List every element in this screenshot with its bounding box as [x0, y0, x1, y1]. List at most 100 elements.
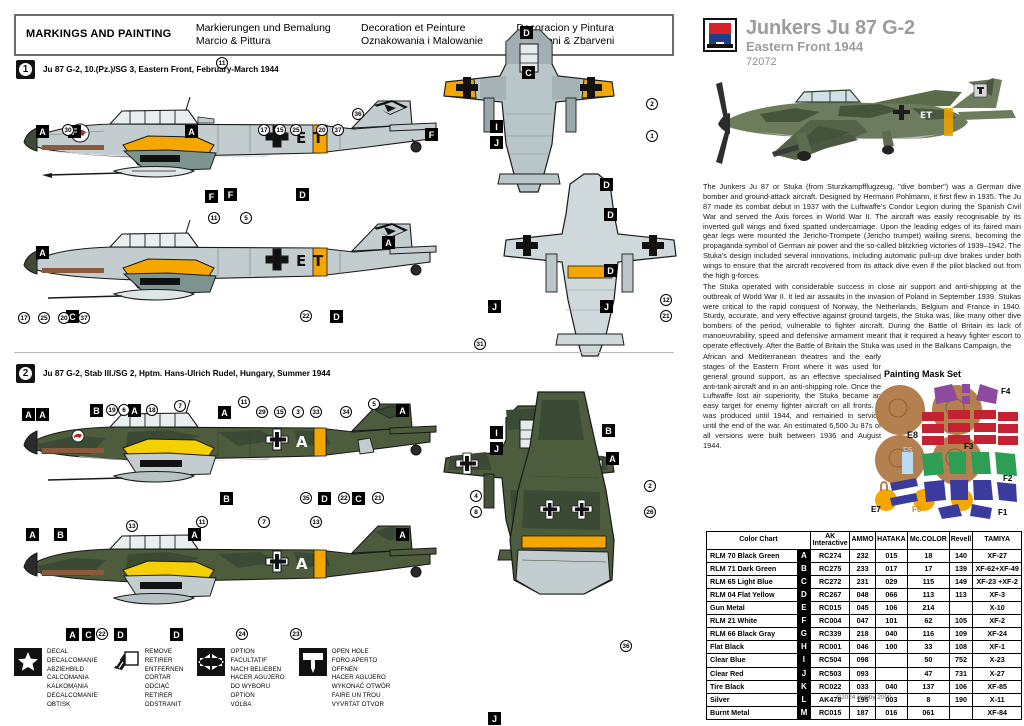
color-letter: L: [796, 692, 811, 707]
part-number-7: 7: [174, 400, 186, 412]
part-number-21: 21: [660, 310, 672, 322]
ammo-value: 048: [849, 587, 876, 603]
callout-d: D: [296, 188, 309, 201]
ammo-value: 195: [849, 692, 876, 707]
ak-value: RC022: [809, 679, 851, 694]
brand-block: Junkers Ju 87 G-2 Eastern Front 1944 720…: [703, 18, 915, 71]
svg-text:T: T: [313, 129, 324, 147]
header-fr-line1: Decoration et Peinture: [360, 21, 466, 34]
mccolor-value: 47: [907, 666, 950, 681]
tamiya-value: X-27: [972, 666, 1022, 681]
mccolor-value: 50: [907, 653, 950, 668]
svg-text:E: E: [296, 252, 306, 270]
col-ammo: AMMO: [849, 531, 876, 550]
part-number-2: 2: [644, 480, 656, 492]
scheme-1-number: 1: [19, 63, 32, 76]
callout-a: A: [36, 125, 49, 138]
scheme-2-rear-view: [488, 380, 638, 680]
part-number-6: 6: [118, 404, 130, 416]
section-divider: [14, 352, 674, 353]
part-number-5: 5: [368, 398, 380, 410]
part-number-17: 17: [18, 312, 30, 324]
color-letter: A: [796, 548, 811, 563]
color-letter: F: [796, 614, 811, 629]
legend-line: OBTISK: [47, 700, 71, 708]
scheme-2-number: 2: [19, 367, 32, 380]
mask-label-f5: F5: [903, 446, 913, 455]
scheme-1-top-plan-view: [440, 24, 620, 214]
part-number-25: 25: [38, 312, 50, 324]
svg-text:A: A: [296, 433, 308, 451]
part-number-11: 11: [196, 516, 208, 528]
col-hataka: HATAKA: [874, 531, 909, 550]
ammo-value: 233: [849, 561, 876, 576]
legend-line: ODCIĄĆ: [144, 683, 170, 691]
scheme-1-side-view-bottom: E T: [18, 218, 438, 323]
callout-d: D: [114, 628, 127, 641]
part-number-36: 36: [352, 108, 364, 120]
color-letter: K: [796, 679, 811, 694]
revell-value: 140: [948, 548, 974, 563]
legend-line: VYVRTAT OTVOR: [331, 700, 385, 708]
ammo-value: 218: [849, 627, 876, 642]
scheme-1-badge: 1: [16, 60, 35, 79]
legend-line: WYKONAĆ OTWÓR: [331, 683, 391, 691]
color-letter: H: [796, 640, 811, 655]
color-name: RLM 70 Black Green: [706, 548, 798, 563]
hataka-value: 100: [874, 640, 909, 655]
callout-i: I: [490, 120, 503, 133]
part-number-15: 15: [274, 124, 286, 136]
color-name: RLM 71 Dark Green: [706, 561, 798, 576]
part-number-22: 22: [96, 628, 108, 640]
legend-line: OPTION: [230, 691, 255, 699]
ak-value: RC015: [809, 601, 851, 616]
color-name: Burnt Metal: [706, 705, 798, 720]
legend-line: RETIRER: [144, 691, 173, 699]
option-arrows-icon: [197, 648, 226, 676]
header-title-en: MARKINGS AND PAINTING: [26, 28, 196, 42]
callout-i: I: [490, 426, 503, 439]
ak-value: RC001: [809, 640, 851, 655]
mask-label-f3: F3: [964, 442, 974, 451]
revell-value: 106: [948, 679, 974, 694]
col-tamiya: TAMIYA: [972, 531, 1022, 550]
part-number-8: 8: [470, 506, 482, 518]
mccolor-value: 33: [907, 640, 950, 655]
history-paragraph-3: African and Mediterranean theatres and t…: [703, 351, 881, 450]
ammo-value: 093: [849, 666, 876, 681]
callout-f: F: [425, 128, 438, 141]
legend-line: CALCOMANIA: [47, 674, 89, 682]
color-letter: M: [796, 705, 811, 720]
color-name: Gun Metal: [706, 601, 798, 616]
callout-a: A: [185, 125, 198, 138]
callout-a: A: [66, 628, 79, 641]
part-number-33: 33: [310, 406, 322, 418]
color-name: RLM 21 White: [706, 614, 798, 629]
header-de-line2: Marcio & Pittura: [195, 35, 271, 47]
legend-line: RETIRER: [144, 656, 173, 664]
mccolor-value: 061: [907, 705, 950, 720]
legend-line: NACH BELIEBEN: [230, 665, 282, 673]
callout-j: J: [488, 300, 501, 313]
callout-f: F: [224, 188, 237, 201]
ak-value: RC015: [809, 705, 851, 720]
header-title-de: Markierungen und Bemalung Marcio & Pittu…: [196, 22, 361, 48]
scheme-1-caption-text: Ju 87 G-2, 10.(Pz.)/SG 3, Eastern Front,…: [43, 65, 279, 74]
scheme-2-side-view-top: A: [18, 398, 438, 503]
hataka-value: 101: [874, 614, 909, 629]
tamiya-value: XF-24: [972, 627, 1022, 642]
callout-a: A: [26, 528, 39, 541]
painting-mask-set-title: Painting Mask Set: [884, 369, 962, 379]
revell-value: 113: [948, 587, 974, 603]
legend-line: DO WYBORU: [230, 683, 271, 691]
scheme-2-caption: 2 Ju 87 G-2, Stab III./SG 2, Hptm. Hans-…: [16, 364, 330, 383]
hataka-value: 016: [874, 705, 909, 720]
callout-j: J: [600, 300, 613, 313]
color-letter: B: [796, 561, 811, 576]
